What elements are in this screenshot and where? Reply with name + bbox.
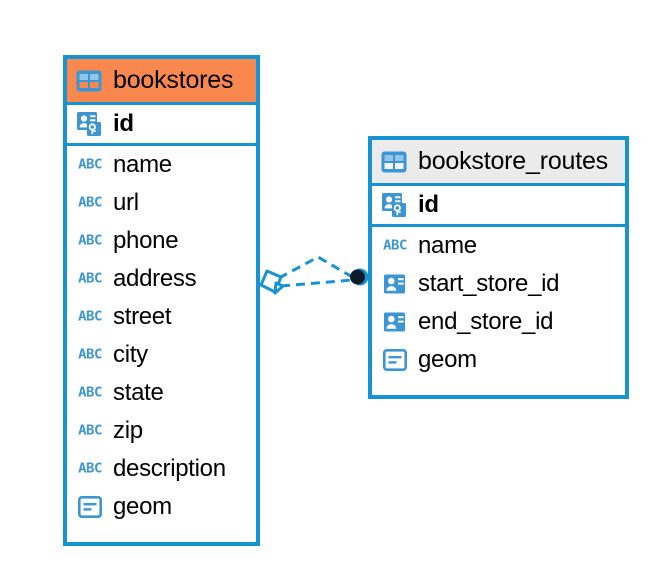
field-label-start-store-id: start_store_id (418, 270, 560, 297)
table-icon (380, 148, 408, 176)
field-row-geom[interactable]: geom (372, 341, 625, 379)
field-row-city[interactable]: ABC city (67, 336, 256, 374)
field-label-url: url (113, 189, 139, 216)
abc-glyph: ABC (78, 157, 102, 173)
field-label-phone: phone (113, 227, 179, 254)
entity-bookstore-routes[interactable]: bookstore_routes (368, 136, 629, 399)
abc-glyph: ABC (78, 385, 102, 401)
text-abc-icon: ABC (76, 189, 104, 217)
entity-header-bookstores[interactable]: bookstores (67, 59, 256, 105)
primary-key-section-bookstore-routes: id (372, 186, 625, 227)
primary-key-section-bookstores: id (67, 105, 256, 146)
text-abc-icon: ABC (76, 265, 104, 293)
geometry-icon (76, 493, 104, 521)
abc-glyph: ABC (78, 233, 102, 249)
text-abc-icon: ABC (76, 303, 104, 331)
field-row-zip[interactable]: ABC zip (67, 412, 256, 450)
text-abc-icon: ABC (76, 341, 104, 369)
abc-glyph: ABC (78, 461, 102, 477)
relationship-line-upper (278, 255, 355, 280)
field-list-bookstores: ABC name ABC url ABC phone ABC (67, 146, 256, 526)
field-row-end-store-id[interactable]: end_store_id (372, 303, 625, 341)
field-list-bookstore-routes: ABC name start_store_id (372, 227, 625, 379)
abc-glyph: ABC (78, 347, 102, 363)
field-row-url[interactable]: ABC url (67, 184, 256, 222)
field-label-geom: geom (418, 346, 477, 373)
field-label-id: id (418, 191, 439, 218)
field-row-phone[interactable]: ABC phone (67, 222, 256, 260)
text-abc-icon: ABC (381, 232, 409, 260)
primary-key-icon (381, 191, 409, 219)
field-label-state: state (113, 379, 164, 406)
field-label-geom: geom (113, 493, 172, 520)
field-row-name[interactable]: ABC name (67, 146, 256, 184)
foreign-key-icon (381, 270, 409, 298)
entity-title-bookstore-routes: bookstore_routes (418, 147, 608, 175)
text-abc-icon: ABC (76, 417, 104, 445)
foreign-key-icon (381, 308, 409, 336)
abc-glyph: ABC (383, 238, 407, 254)
field-row-name[interactable]: ABC name (372, 227, 625, 265)
relationship-line-lower (280, 278, 353, 288)
abc-glyph: ABC (78, 195, 102, 211)
field-label-name: name (418, 232, 477, 259)
field-row-state[interactable]: ABC state (67, 374, 256, 412)
text-abc-icon: ABC (76, 151, 104, 179)
field-row-street[interactable]: ABC street (67, 298, 256, 336)
field-row-start-store-id[interactable]: start_store_id (372, 265, 625, 303)
field-label-name: name (113, 151, 172, 178)
field-row-geom[interactable]: geom (67, 488, 256, 526)
field-label-zip: zip (113, 417, 143, 444)
field-label-street: street (113, 303, 172, 330)
entity-title-bookstores: bookstores (113, 66, 234, 94)
geometry-icon (381, 346, 409, 374)
field-row-description[interactable]: ABC description (67, 450, 256, 488)
abc-glyph: ABC (78, 423, 102, 439)
diamond-marker (259, 269, 285, 295)
abc-glyph: ABC (78, 309, 102, 325)
field-label-end-store-id: end_store_id (418, 308, 554, 335)
entity-bookstores[interactable]: bookstores id (63, 55, 260, 546)
field-row-address[interactable]: ABC address (67, 260, 256, 298)
text-abc-icon: ABC (76, 455, 104, 483)
text-abc-icon: ABC (76, 379, 104, 407)
table-icon (75, 67, 103, 95)
field-label-description: description (113, 455, 226, 482)
field-label-id: id (113, 110, 134, 137)
primary-key-icon (76, 110, 104, 138)
field-label-city: city (113, 341, 148, 368)
text-abc-icon: ABC (76, 227, 104, 255)
field-row-id[interactable]: id (372, 186, 625, 224)
field-label-address: address (113, 265, 197, 292)
field-row-id[interactable]: id (67, 105, 256, 143)
filled-circle-marker (350, 268, 369, 286)
abc-glyph: ABC (78, 271, 102, 287)
entity-header-bookstore-routes[interactable]: bookstore_routes (372, 140, 625, 186)
